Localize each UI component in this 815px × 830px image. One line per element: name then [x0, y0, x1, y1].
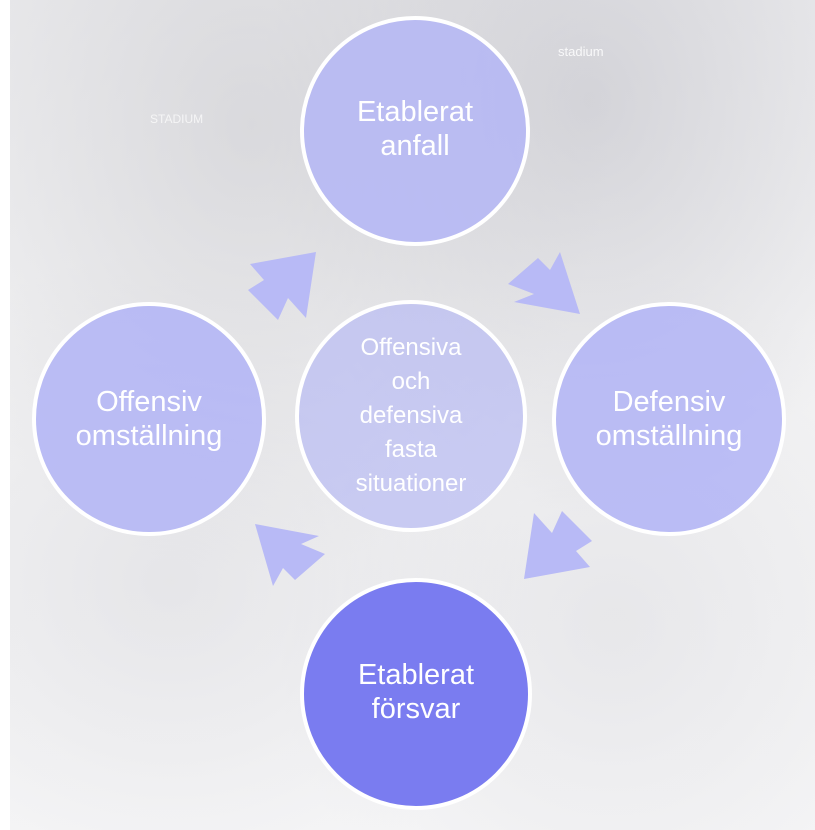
node-bottom-line1: Etablerat: [357, 659, 475, 691]
arrow-bottom-to-left-icon: [255, 524, 325, 586]
arrow-right-to-bottom-icon: [524, 511, 592, 579]
node-left-line2: omställning: [75, 420, 223, 452]
arrow-top-to-right-icon: [508, 252, 580, 314]
node-fasta-situationer: Offensiva och defensiva fasta situatione…: [295, 300, 527, 532]
node-offensiv-omstallning: Offensiv omställning: [32, 302, 266, 536]
node-center-line2: och: [391, 368, 431, 395]
node-top-line1: Etablerat: [356, 96, 474, 128]
node-right-line2: omställning: [595, 420, 743, 452]
node-center-line3: defensiva: [359, 402, 463, 429]
background-logo-text: stadium: [558, 44, 604, 59]
node-left-line1: Offensiv: [96, 386, 202, 418]
node-bottom-line2: försvar: [371, 693, 461, 725]
node-etablerat-anfall: Etablerat anfall: [300, 16, 530, 246]
node-top-line2: anfall: [380, 130, 450, 162]
node-defensiv-omstallning: Defensiv omställning: [552, 302, 786, 536]
node-center-line1: Offensiva: [360, 334, 462, 361]
node-center-line5: situationer: [355, 470, 467, 497]
node-center-line4: fasta: [384, 436, 437, 463]
arrow-left-to-top-icon: [248, 252, 316, 320]
node-right-line1: Defensiv: [612, 386, 726, 418]
background-sponsor-text: STADIUM: [150, 112, 204, 126]
node-etablerat-forsvar: Etablerat försvar: [300, 578, 532, 810]
